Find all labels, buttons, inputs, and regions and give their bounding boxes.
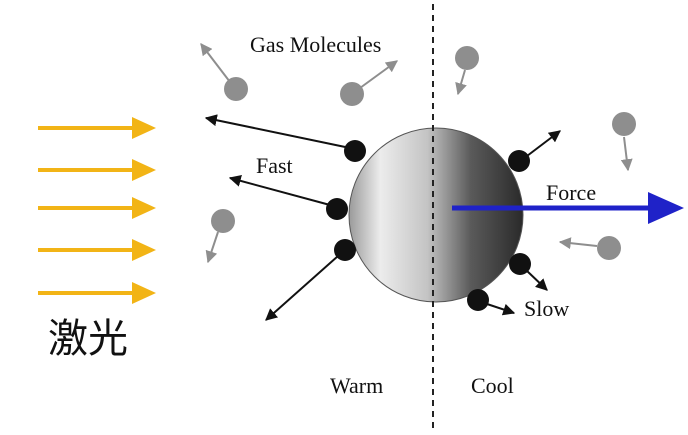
laser-arrow-3 [38,197,156,219]
slow-molecule-1 [508,130,561,172]
particle-sphere [348,127,524,303]
label-gas-molecules: Gas Molecules [250,32,381,57]
ambient-molecule-1 [200,43,248,101]
fast-molecules [204,114,366,321]
slow-molecule-3 [467,289,516,316]
label-cool: Cool [471,373,514,398]
force-arrow [452,192,684,224]
fast-molecule-1 [204,114,366,162]
label-laser: 激光 [48,316,128,362]
label-warm: Warm [330,373,383,398]
laser-arrow-1 [38,117,156,139]
fast-molecule-3 [265,239,356,321]
label-slow: Slow [524,296,569,321]
ambient-molecule-3 [455,46,479,96]
ambient-molecule-5 [205,209,235,264]
ambient-molecules [200,43,636,264]
ambient-molecule-2 [340,60,398,106]
laser-arrows [38,117,156,304]
laser-arrow-2 [38,159,156,181]
ambient-molecule-4 [612,112,636,172]
ambient-molecule-6 [558,236,621,260]
slow-molecule-2 [509,253,548,291]
laser-arrow-5 [38,282,156,304]
laser-arrow-4 [38,239,156,261]
fast-molecule-2 [228,175,348,220]
slow-molecules [467,130,561,316]
label-force: Force [546,180,596,205]
label-fast: Fast [256,153,293,178]
